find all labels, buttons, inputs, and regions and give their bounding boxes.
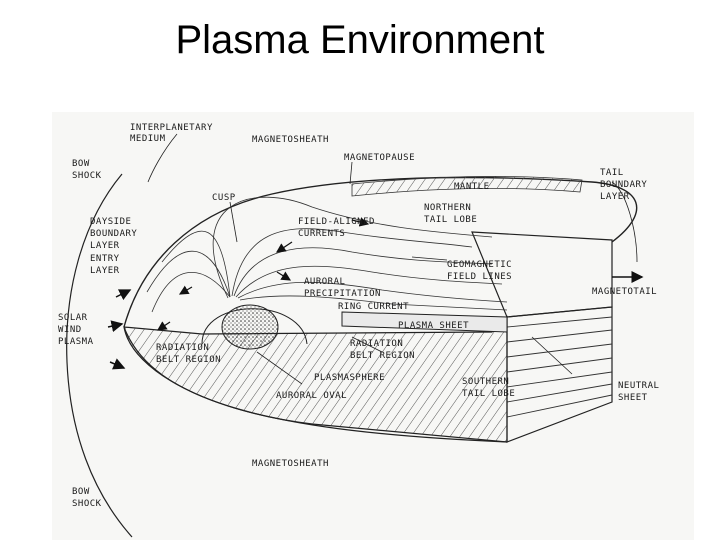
label-dayside-boundary: DAYSIDE [90,217,131,227]
plasmasphere-blob [221,304,279,350]
plasmasphere-outline [201,308,308,345]
plasma-sheet-slab [341,311,508,333]
label-southern-tail-lobe-2: TAIL LOBE [462,389,515,399]
label-northern-tail-lobe: NORTHERN [424,203,471,213]
solar-wind-arrows [107,289,132,370]
slide-title: Plasma Environment [175,18,545,62]
label-dayside-boundary-2: BOUNDARY [90,229,137,239]
label-auroral-oval: AURORAL OVAL [276,391,347,401]
label-solar-wind-plasma-2: WIND [58,325,82,335]
label-magnetopause: MAGNETOPAUSE [344,153,415,163]
label-solar-wind-plasma-3: PLASMA [58,337,94,347]
label-interplanetary-medium-2: MEDIUM [130,134,166,144]
tail-slab-lines [506,316,613,418]
label-neutral-sheet-2: SHEET [618,393,648,403]
label-radiation-belt-right-2: BELT REGION [350,351,415,361]
label-interplanetary-medium: INTERPLANETARY [130,123,213,133]
bow-shock-curve [66,173,133,538]
label-geomagnetic-field-lines: GEOMAGNETIC [447,260,512,270]
geomagnetic-field-lines [146,196,508,313]
leader-lines [147,133,638,385]
label-entry-layer: ENTRY [90,254,120,264]
label-plasma-sheet: PLASMA SHEET [398,321,469,331]
label-tail-boundary-layer-2: BOUNDARY [600,180,647,190]
label-plasmasphere: PLASMASPHERE [314,373,385,383]
label-solar-wind-plasma: SOLAR [58,313,88,323]
mantle-band [351,176,583,197]
magnetopause-boundary [123,176,638,328]
label-northern-tail-lobe-2: TAIL LOBE [424,215,477,225]
label-magnetosheath-top: MAGNETOSHEATH [252,135,329,145]
label-field-aligned-currents-2: CURRENTS [298,229,345,239]
magnetosphere-bottom-edge [123,326,508,443]
label-cusp: CUSP [212,193,236,203]
label-field-aligned-currents: FIELD-ALIGNED [298,217,375,227]
magnetosphere-diagram: INTERPLANETARY MEDIUM MAGNETOSHEATH MAGN… [52,112,694,540]
label-tail-boundary-layer-3: LAYER [600,192,630,202]
label-magnetosheath-bottom: MAGNETOSHEATH [252,459,329,469]
label-dayside-boundary-3: LAYER [90,241,120,251]
label-radiation-belt-left-2: BELT REGION [156,355,221,365]
label-auroral-precipitation: AURORAL [304,277,345,287]
label-southern-tail-lobe: SOUTHERN [462,377,509,387]
current-arrows [157,217,370,331]
label-entry-layer-2: LAYER [90,266,120,276]
label-mantle: MANTLE [454,182,490,192]
label-tail-boundary-layer: TAIL [600,168,624,178]
label-bow-shock-top-2: SHOCK [72,171,102,181]
label-ring-current: RING CURRENT [338,302,409,312]
label-neutral-sheet: NEUTRAL [618,381,659,391]
label-magnetotail: MAGNETOTAIL [592,287,657,297]
label-radiation-belt-left: RADIATION [156,343,209,353]
label-bow-shock-bottom-2: SHOCK [72,499,102,509]
label-bow-shock-top: BOW [72,159,90,169]
label-geomagnetic-field-lines-2: FIELD LINES [447,272,512,282]
label-auroral-precipitation-2: PRECIPITATION [304,289,381,299]
label-bow-shock-bottom: BOW [72,487,90,497]
label-radiation-belt-right: RADIATION [350,339,403,349]
